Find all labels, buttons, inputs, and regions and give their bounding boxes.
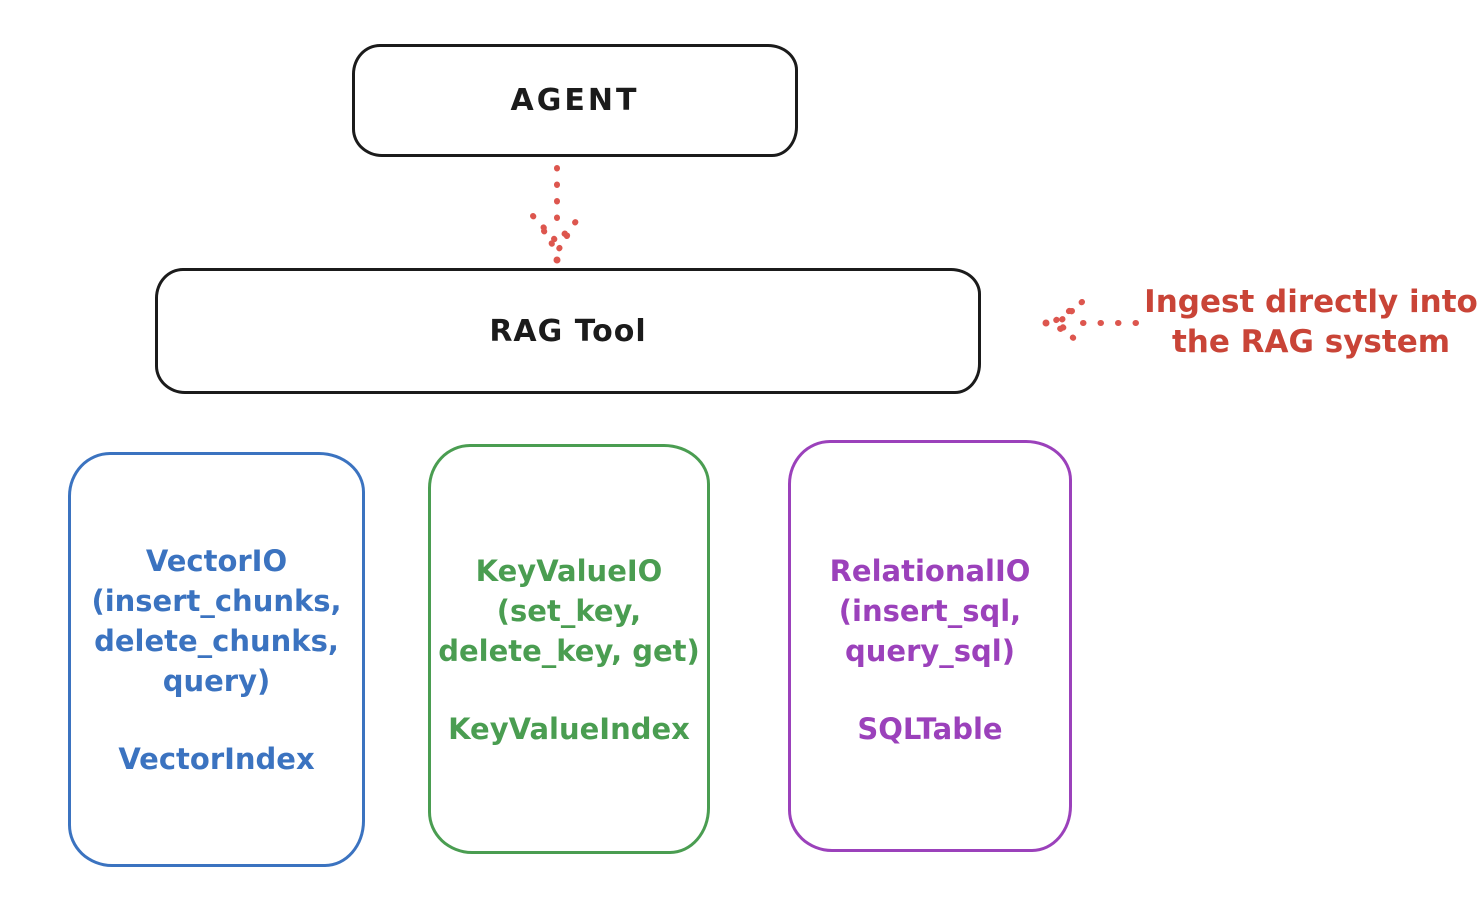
arrow-left-icon bbox=[1042, 299, 1139, 347]
keyvalue-io-methods: KeyValueIO (set_key, delete_key, get) bbox=[431, 551, 707, 671]
rag-tool-box: RAG Tool bbox=[155, 268, 981, 394]
ingest-annotation-line2: the RAG system bbox=[1171, 324, 1451, 360]
vector-io-box: VectorIO (insert_chunks, delete_chunks, … bbox=[68, 452, 365, 867]
keyvalue-io-line: KeyValueIO bbox=[475, 554, 663, 588]
keyvalue-io-line: delete_key, get) bbox=[438, 634, 700, 668]
sql-table-label: SQLTable bbox=[857, 712, 1003, 746]
relational-io-line: (insert_sql, bbox=[838, 594, 1022, 628]
agent-label: AGENT bbox=[510, 83, 640, 118]
vector-index-label: VectorIndex bbox=[118, 742, 315, 776]
relational-io-box: RelationalIO (insert_sql, query_sql) SQL… bbox=[788, 440, 1072, 852]
arrow-down-icon bbox=[530, 165, 584, 264]
agent-box: AGENT bbox=[352, 44, 798, 157]
vector-io-methods: VectorIO (insert_chunks, delete_chunks, … bbox=[71, 541, 362, 701]
keyvalue-io-line: (set_key, bbox=[496, 594, 642, 628]
vector-io-line: query) bbox=[162, 664, 271, 698]
keyvalue-index-label: KeyValueIndex bbox=[448, 712, 690, 746]
rag-tool-label: RAG Tool bbox=[489, 313, 647, 349]
relational-io-line: query_sql) bbox=[845, 634, 1015, 668]
ingest-annotation-line1: Ingest directly into bbox=[1144, 284, 1478, 320]
relational-io-line: RelationalIO bbox=[829, 554, 1031, 588]
keyvalue-io-box: KeyValueIO (set_key, delete_key, get) Ke… bbox=[428, 444, 710, 854]
relational-io-methods: RelationalIO (insert_sql, query_sql) bbox=[791, 551, 1069, 671]
vector-io-line: delete_chunks, bbox=[94, 624, 339, 658]
vector-io-line: (insert_chunks, bbox=[91, 584, 342, 618]
vector-io-line: VectorIO bbox=[145, 544, 288, 578]
ingest-annotation: Ingest directly into the RAG system bbox=[1138, 282, 1484, 362]
